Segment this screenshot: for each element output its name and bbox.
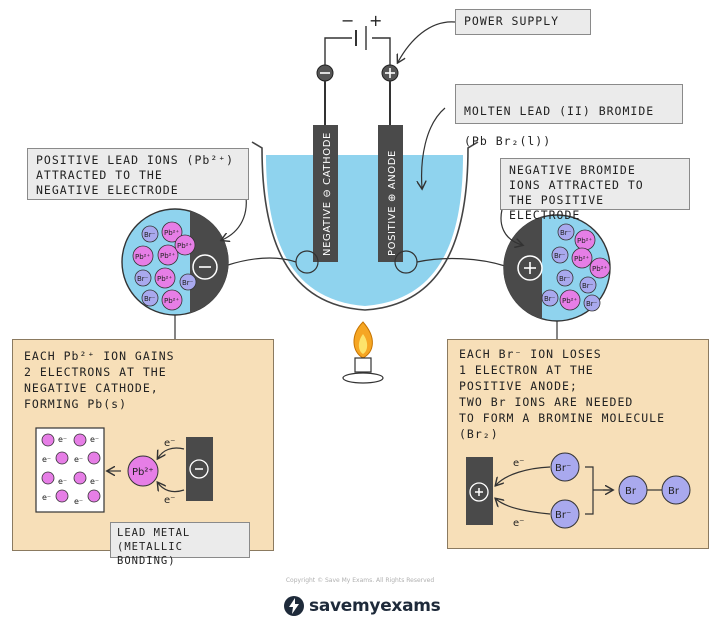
zoom-right-br-ion-label: Br⁻ [544, 295, 556, 303]
burner-icon [342, 321, 384, 384]
zoom-left-br-ion-label: Br⁻ [144, 295, 156, 303]
zoom-right-br-ion [557, 223, 575, 241]
zoom-left-br-ion-label: Br⁻ [137, 275, 149, 283]
circuit-wires [324, 37, 391, 72]
zoom-right-br-ion-label: Br⁻ [560, 229, 572, 237]
battery-icon [355, 26, 367, 50]
cathode-panel-text: EACH Pb²⁺ ION GAINS 2 ELECTRONS AT THE N… [24, 349, 175, 411]
zoom-right-br-ion [541, 289, 559, 307]
zoom-left-pb-ion-label: Pb²⁺ [135, 253, 150, 261]
zoom-right-br-ion-label: Br⁻ [582, 282, 594, 290]
anode-label: POSITIVE ⊕ ANODE [387, 150, 398, 256]
zoom-right-pb-ion-label: Pb²⁺ [577, 237, 592, 245]
zoom-right-pb-ion-label: Pb²⁺ [574, 255, 589, 263]
positive-ions-label: POSITIVE LEAD IONS (Pb²⁺) ATTRACTED TO T… [27, 148, 249, 200]
anode-zoom-ions: Br⁻Pb²⁺Br⁻Pb²⁺Pb²⁺Br⁻Br⁻Pb²⁺Br⁻Br⁻ [541, 223, 611, 312]
cathode-label: NEGATIVE ⊖ CATHODE [322, 132, 333, 256]
zoom-right-br-ion [579, 276, 597, 294]
zoom-right-br-ion [551, 246, 569, 264]
zoom-left-pb-ion [157, 244, 179, 266]
zoom-left-br-ion [141, 225, 159, 243]
zoom-left-br-ion [141, 289, 159, 307]
battery-minus-sign: − [341, 11, 354, 30]
molten-line1: MOLTEN LEAD (II) BROMIDE [464, 104, 655, 118]
zoom-right-br-ion-label: Br⁻ [554, 252, 566, 260]
zoom-left-pb-ion-label: Pb²⁺ [164, 297, 179, 305]
zoom-left-pb-ion [132, 245, 154, 267]
zoom-right-pb-ion-label: Pb²⁺ [562, 297, 577, 305]
zoom-right-br-ion [583, 294, 601, 312]
zoom-left-br-ion-label: Br⁻ [182, 279, 194, 287]
negative-ions-label: NEGATIVE BROMIDE IONS ATTRACTED TO THE P… [500, 158, 690, 222]
battery-plus-sign: + [369, 11, 382, 30]
zoom-right-pb-ion [559, 289, 581, 311]
cathode-electrode [313, 125, 338, 262]
zoom-left-br-ion-label: Br⁻ [144, 231, 156, 239]
brand-logo: savemyexams [283, 594, 441, 618]
molten-lead-bromide-label: MOLTEN LEAD (II) BROMIDE (Pb Br₂(l)) [455, 84, 683, 148]
lightning-logo-icon [284, 596, 304, 616]
zoom-right-br-ion [556, 269, 574, 287]
power-supply-label: POWER SUPPLY [455, 9, 591, 35]
zoom-left-pb-ion [161, 289, 183, 311]
anode-panel-text: EACH Br⁻ ION LOSES 1 ELECTRON AT THE POS… [459, 347, 666, 441]
brand-name: savemyexams [309, 596, 441, 616]
copyright-text: Copyright © Save My Exams. All Rights Re… [285, 577, 435, 584]
zoom-left-pb-ion-label: Pb²⁺ [160, 252, 175, 260]
zoom-left-pb-ion-label: Pb²⁺ [177, 242, 192, 250]
zoom-left-pb-ion [154, 267, 176, 289]
lead-metal-label: LEAD METAL (METALLIC BONDING) [110, 522, 250, 567]
zoom-left-br-ion [179, 273, 197, 291]
zoom-right-pb-ion [571, 247, 593, 269]
anode-electrode [378, 125, 403, 262]
zoom-right-pb-ion-label: Pb²⁺ [592, 265, 607, 273]
molten-liquid [266, 155, 463, 306]
zoom-left-br-ion [134, 269, 152, 287]
zoom-left-pb-ion-label: Pb²⁺ [164, 229, 179, 237]
zoom-right-pb-ion [589, 257, 611, 279]
zoom-left-pb-ion-label: Pb²⁺ [157, 275, 172, 283]
beaker [251, 141, 479, 311]
molten-line2: (Pb Br₂(l)) [464, 134, 552, 148]
zoom-right-br-ion-label: Br⁻ [559, 275, 571, 283]
zoom-left-pb-ion [161, 221, 183, 243]
cathode-zoom-ions: Br⁻Pb²⁺Pb²⁺Pb²⁺Pb²⁺Br⁻Pb²⁺Br⁻Pb²⁺Br⁻ [132, 221, 197, 311]
zoom-right-br-ion-label: Br⁻ [586, 300, 598, 308]
zoom-left-pb-ion [174, 234, 196, 256]
